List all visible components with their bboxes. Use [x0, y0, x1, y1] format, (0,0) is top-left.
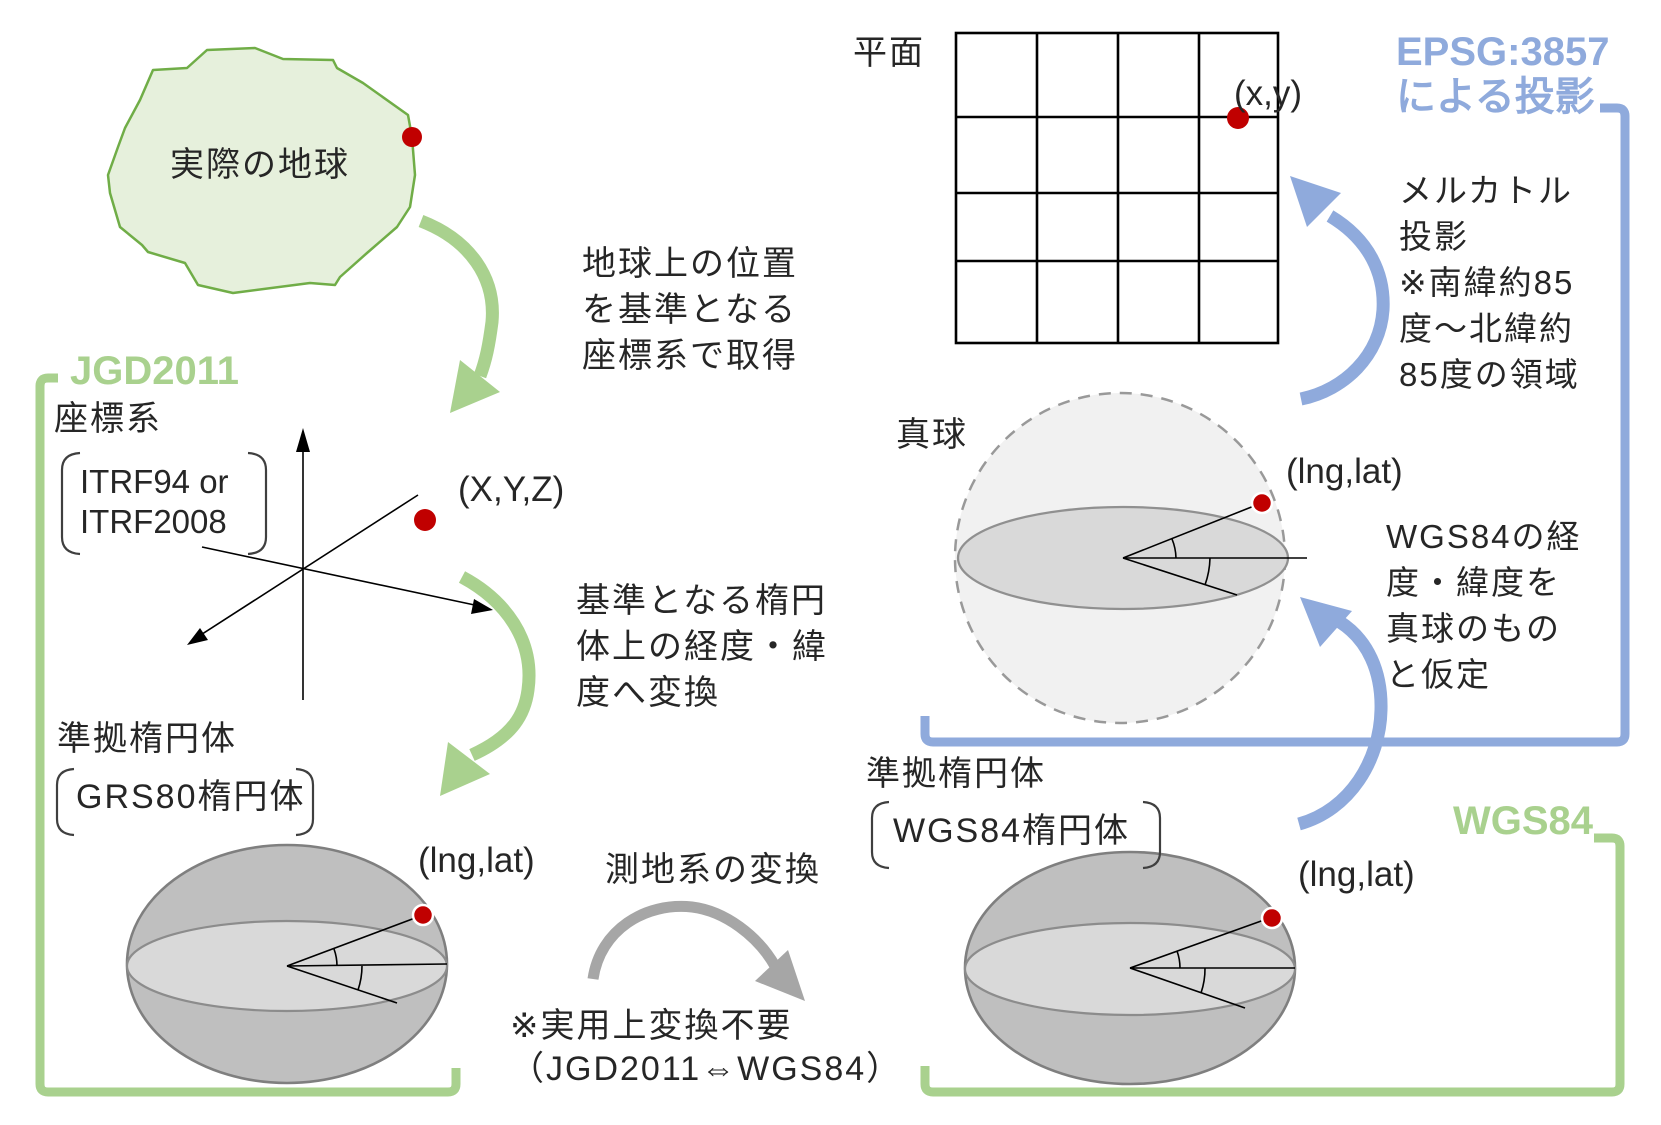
ellipsoid-label-left: 準拠楕円体	[57, 720, 237, 758]
earth-label: 実際の地球	[170, 146, 350, 184]
green-arrow-convert	[440, 571, 536, 796]
assume-line-2: 度・緯度を	[1386, 564, 1561, 601]
red-dot-wgs84	[1260, 906, 1284, 930]
epsg3857-line-1: EPSG:3857	[1396, 30, 1610, 74]
xyz-axes	[187, 428, 493, 700]
step2-line-1: 基準となる楕円	[576, 582, 827, 620]
mercator-line-2: 投影	[1399, 218, 1469, 255]
coord-system-label: 座標系	[54, 400, 162, 438]
red-dot-grid	[1227, 107, 1249, 129]
assume-line-4: と仮定	[1386, 656, 1491, 693]
red-dot-sphere	[1250, 491, 1274, 515]
wgs84-bracket	[920, 833, 1625, 1097]
step2-line-2: 体上の経度・緯	[576, 628, 828, 666]
jgd2011-label: JGD2011	[70, 349, 240, 393]
epsg3857-bracket	[920, 103, 1630, 747]
assume-line-3: 真球のもの	[1386, 610, 1561, 647]
wgs84-label: WGS84	[1453, 799, 1594, 843]
xyz-label: (X,Y,Z)	[458, 470, 565, 509]
gray-arrow-datum	[587, 900, 805, 1001]
mercator-line-5: 85度の領域	[1399, 356, 1580, 393]
true-sphere-label: 真球	[896, 416, 968, 454]
mercator-note: メルカトル 投影 ※南緯約85 度〜北緯約 85度の領域	[1399, 168, 1580, 398]
step1-line-2: を基準となる	[582, 291, 797, 329]
grs80-ellipsoid	[125, 843, 449, 1085]
itrf-options: ITRF94 or ITRF2008	[80, 462, 229, 542]
lnglat-label-right: (lng,lat)	[1298, 855, 1415, 894]
step1-text: 地球上の位置 を基準となる 座標系で取得	[582, 241, 798, 379]
epsg3857-label: EPSG:3857 による投影	[1396, 30, 1609, 120]
red-dot-grs80	[411, 903, 435, 927]
ellipsoid-label-right: 準拠楕円体	[866, 755, 1046, 793]
step2-line-3: 度へ変換	[576, 674, 720, 712]
mercator-line-4: 度〜北緯約	[1399, 310, 1574, 347]
itrf-brackets	[60, 451, 268, 556]
datum-note-line-2: （JGD2011⇔WGS84）	[510, 1050, 903, 1088]
assume-line-1: WGS84の経	[1386, 518, 1582, 555]
earth-blob	[106, 46, 417, 295]
lnglat-label-left: (lng,lat)	[418, 841, 535, 880]
blue-arrow-mercator	[1290, 176, 1390, 406]
jgd2011-bracket	[35, 373, 461, 1097]
plane-label: 平面	[853, 34, 925, 72]
mercator-line-1: メルカトル	[1399, 172, 1574, 209]
assume-note: WGS84の経 度・緯度を 真球のもの と仮定	[1386, 514, 1582, 698]
red-dot-earth	[402, 127, 422, 147]
true-sphere	[953, 391, 1307, 725]
mercator-line-3: ※南緯約85	[1399, 264, 1575, 301]
green-arrow-acquire	[418, 214, 500, 413]
itrf-line-2: ITRF2008	[80, 503, 227, 540]
grs80-name: GRS80楕円体	[76, 778, 306, 816]
datum-note-line-1: ※実用上変換不要	[510, 1007, 793, 1045]
datum-conversion-label: 測地系の変換	[605, 851, 821, 889]
step2-text: 基準となる楕円 体上の経度・緯 度へ変換	[576, 578, 828, 716]
lnglat-label-sphere: (lng,lat)	[1286, 452, 1403, 491]
wgs84-ellipsoid-name: WGS84楕円体	[893, 812, 1131, 850]
step1-line-1: 地球上の位置	[582, 245, 798, 283]
wgs84-ellipsoid-brackets	[870, 800, 1162, 870]
itrf-line-1: ITRF94 or	[80, 463, 229, 500]
red-dot-xyz	[414, 509, 436, 531]
projection-grid	[954, 31, 1280, 345]
blue-arrow-assume	[1297, 597, 1388, 831]
datum-note: ※実用上変換不要 （JGD2011⇔WGS84）	[510, 1005, 902, 1091]
xy-label: (x,y)	[1234, 74, 1303, 113]
epsg3857-line-2: による投影	[1396, 75, 1595, 119]
step1-line-3: 座標系で取得	[582, 337, 798, 375]
grs80-brackets	[55, 767, 315, 837]
wgs84-ellipsoid	[963, 850, 1297, 1086]
